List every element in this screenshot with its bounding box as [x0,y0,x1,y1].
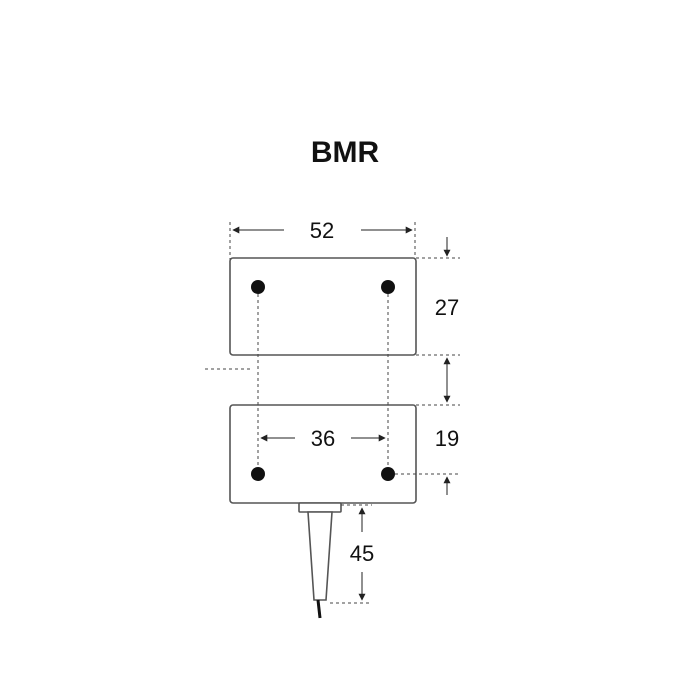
height-top-label: 27 [435,295,459,320]
hole-spacing-dimension: 36 [260,426,386,451]
mounting-hole-top-right [381,280,395,294]
cable-length-dimension: 45 [330,504,374,604]
cable-wire [316,599,322,619]
right-dimensions: 27 19 [395,237,460,495]
hole-spacing-label: 36 [311,426,335,451]
cable-sheath [307,511,333,601]
cable [298,502,342,619]
magnet-block [229,257,417,356]
drawing-title: BMR [311,136,380,169]
mounting-hole-bottom-right [381,467,395,481]
cable-length-label: 45 [350,541,374,566]
width-dimension: 52 [229,218,416,260]
sensor-block [229,404,417,504]
width-label: 52 [310,218,334,243]
gap-bottom-label: 19 [435,426,459,451]
cable-gland [298,502,342,513]
mounting-hole-top-left [251,280,265,294]
mounting-hole-bottom-left [251,467,265,481]
